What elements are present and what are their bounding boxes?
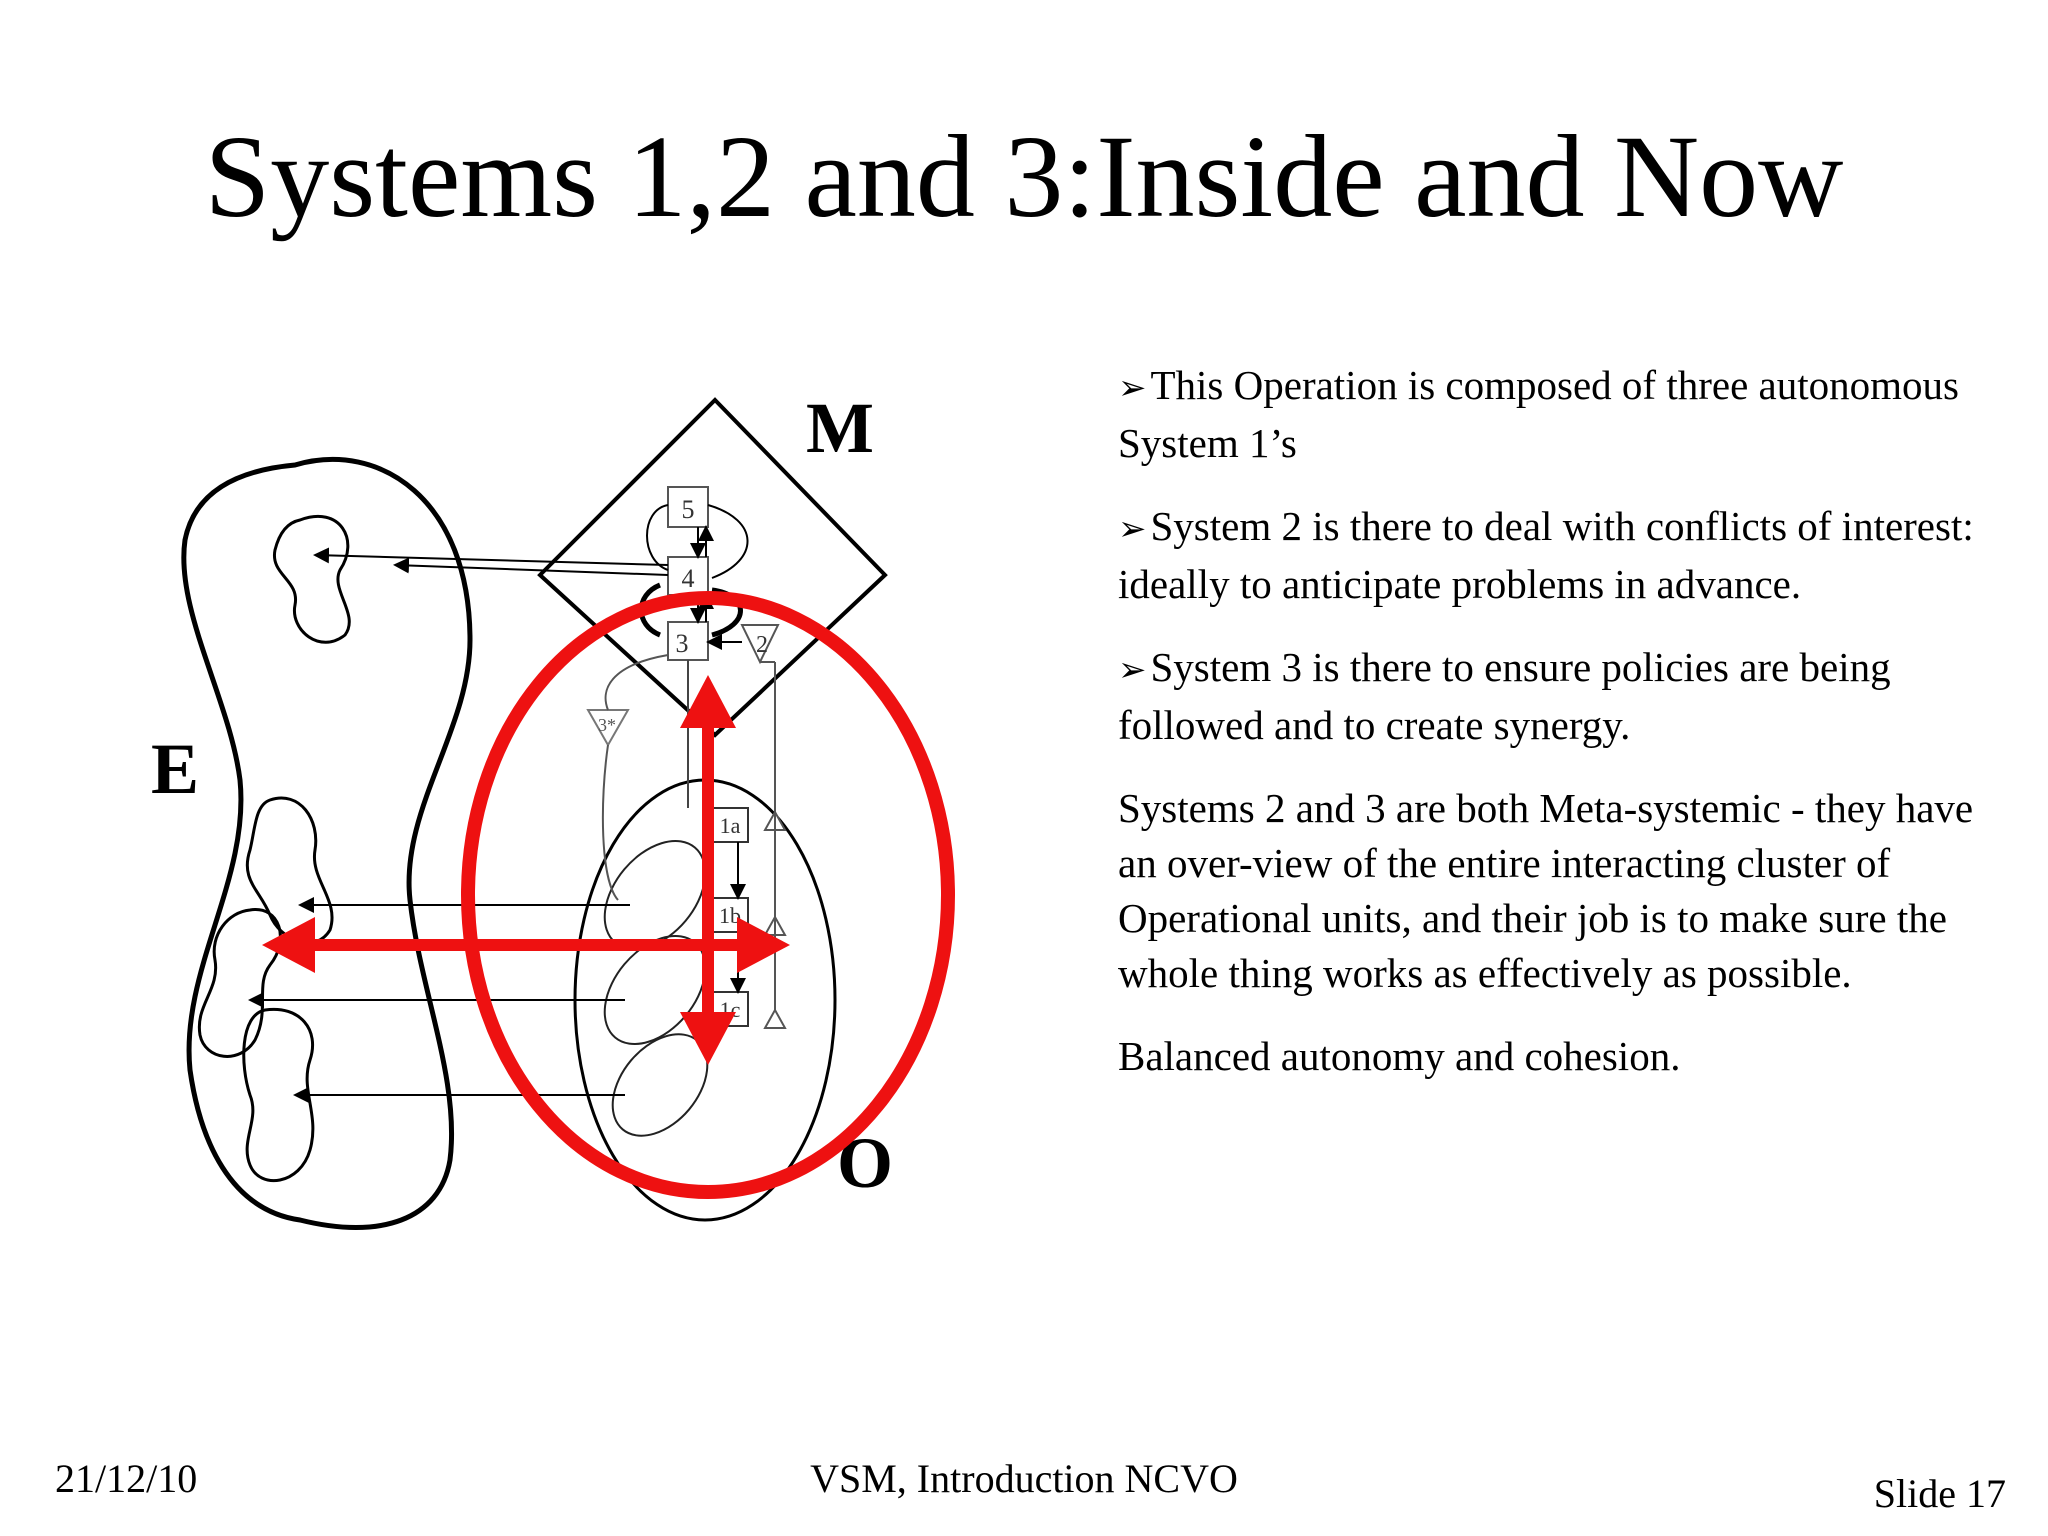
footer-center-text: VSM, Introduction NCVO <box>810 1456 1238 1501</box>
bullet-1-text: This Operation is composed of three auto… <box>1118 362 1959 466</box>
highlight-arrowhead-right <box>737 917 790 973</box>
bullet-2-text: System 2 is there to deal with conflicts… <box>1118 503 1974 607</box>
bullet-3: ➢System 3 is there to ensure policies ar… <box>1118 640 1998 753</box>
bullet-1: ➢This Operation is composed of three aut… <box>1118 358 1998 471</box>
arrow-bullet-icon: ➢ <box>1118 650 1147 690</box>
arrow-bullet-icon: ➢ <box>1118 509 1147 549</box>
paragraph-balanced: Balanced autonomy and cohesion. <box>1118 1033 1681 1079</box>
slide-number: Slide 17 <box>1873 1471 2006 1516</box>
management-diamond <box>537 397 888 738</box>
bullet-3-text: System 3 is there to ensure policies are… <box>1118 644 1891 748</box>
arrow-bullet-icon: ➢ <box>1118 368 1147 408</box>
footer-date: 21/12/10 <box>55 1456 198 1501</box>
system-3-label: 3 <box>676 629 689 658</box>
highlight-ellipse <box>461 591 955 1199</box>
slide-title: Systems 1,2 and 3:Inside and Now <box>204 111 1844 242</box>
environment-label: E <box>151 729 199 809</box>
environment-outline <box>181 456 473 1230</box>
system-3star-label: 3* <box>598 715 616 735</box>
system-1a-label: 1a <box>720 813 741 838</box>
environment-region-2 <box>245 796 334 945</box>
highlight-arrowhead-down <box>680 1012 736 1065</box>
system-2-triangle <box>740 624 780 665</box>
management-label: M <box>806 388 874 468</box>
paragraph-meta-systemic: Systems 2 and 3 are both Meta-systemic -… <box>1118 785 1974 996</box>
system-4-label: 4 <box>682 564 695 593</box>
environment-region-4 <box>242 1007 315 1182</box>
highlight-arrowhead-up <box>680 675 736 728</box>
bullet-2: ➢System 2 is there to deal with conflict… <box>1118 499 1998 612</box>
system-1b-label: 1b <box>719 903 741 928</box>
environment-region-3 <box>197 908 282 1058</box>
system-5-label: 5 <box>682 495 695 524</box>
highlight-arrowhead-left <box>262 917 315 973</box>
slide-body: ➢This Operation is composed of three aut… <box>1118 358 1998 1112</box>
system-2-label: 2 <box>756 632 768 658</box>
environment-region-1 <box>272 514 351 644</box>
system-5-box <box>667 486 709 528</box>
